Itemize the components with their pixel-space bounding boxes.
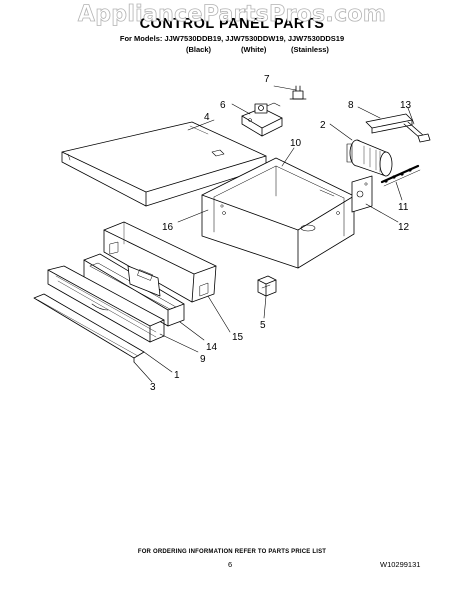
- color-stainless: (Stainless): [291, 45, 329, 54]
- part-14-trim-frame: [83, 253, 185, 327]
- page-number: 6: [228, 560, 233, 569]
- color-black: (Black): [186, 45, 212, 54]
- document-number: W10299131: [380, 560, 421, 569]
- callout-16: 16: [162, 222, 174, 233]
- callout-8: 8: [348, 100, 354, 111]
- page-title: CONTROL PANEL PARTS: [139, 16, 325, 32]
- part-15-panel-housing: [103, 221, 217, 303]
- part-7-connector: [289, 85, 307, 100]
- callout-9: 9: [200, 354, 206, 365]
- callout-13: 13: [400, 100, 412, 111]
- callout-2: 2: [320, 120, 326, 131]
- watermark: AppliancePartsPros.com: [77, 2, 387, 28]
- callout-6: 6: [220, 100, 226, 111]
- part-2-blower: [346, 139, 393, 177]
- ordering-note: FOR ORDERING INFORMATION REFER TO PARTS …: [137, 549, 327, 555]
- callout-14: 14: [206, 342, 218, 353]
- color-white: (White): [241, 45, 267, 54]
- leader-lines: [133, 85, 415, 383]
- callout-11: 11: [398, 202, 409, 213]
- part-8-bracket: [365, 113, 413, 134]
- part-10-chassis-box: [201, 157, 355, 269]
- part-11-harness: [380, 164, 421, 187]
- part-9-front-panel: [47, 265, 165, 343]
- callout-3: 3: [150, 382, 156, 393]
- callout-1: 1: [174, 370, 180, 381]
- callout-10: 10: [290, 138, 302, 149]
- callout-4: 4: [204, 112, 210, 123]
- callout-12: 12: [398, 222, 410, 233]
- part-13-clip: [403, 121, 431, 143]
- part-5-small-bracket: [257, 275, 277, 297]
- callout-7: 7: [264, 74, 270, 85]
- callout-15: 15: [232, 332, 244, 343]
- part-6-switch-bracket: [241, 102, 283, 137]
- models-line: For Models: JJW7530DDB19, JJW7530DDW19, …: [119, 34, 345, 43]
- callout-5: 5: [260, 320, 266, 331]
- part-12-side-plate: [351, 175, 373, 213]
- callout-numbers: 7 6 4 8 13 2 10 11 16 12 15 14 9 1 3 5: [150, 74, 412, 393]
